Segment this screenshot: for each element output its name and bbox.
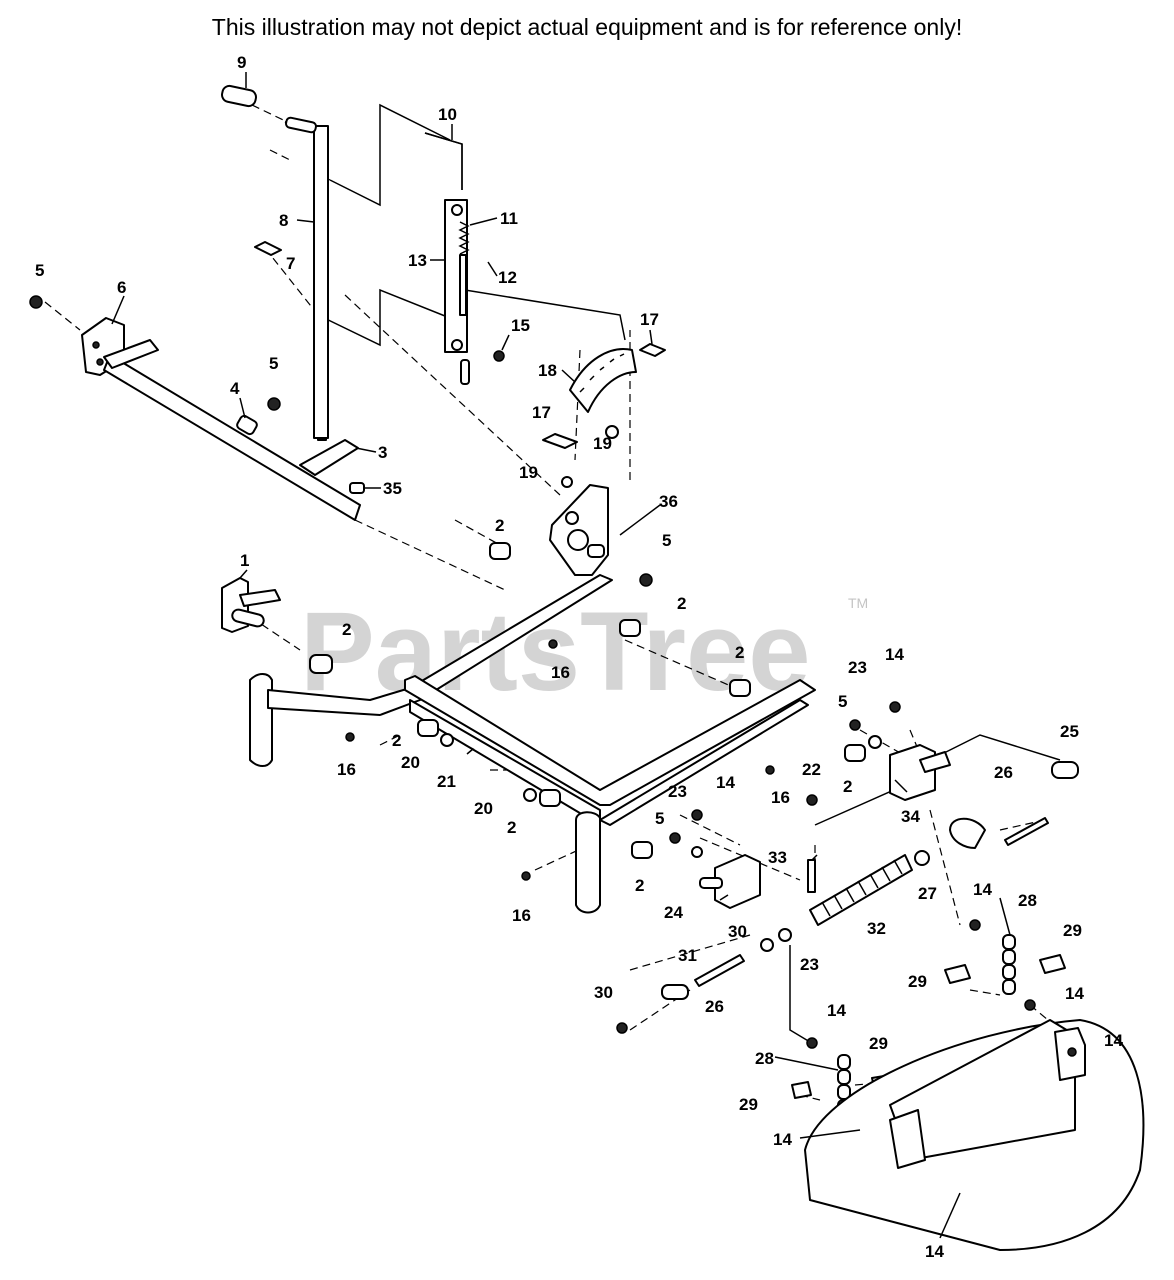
- callout-2: 2: [495, 516, 504, 535]
- callout-19: 19: [593, 434, 612, 453]
- callout-16: 16: [512, 906, 531, 925]
- callout-34: 34: [901, 807, 920, 826]
- callout-9: 9: [237, 53, 246, 72]
- callout-11: 11: [500, 209, 518, 228]
- callout-16: 16: [771, 788, 790, 807]
- callout-28: 28: [755, 1049, 774, 1068]
- callout-30: 30: [728, 922, 747, 941]
- callout-16: 16: [551, 663, 570, 682]
- callout-5: 5: [838, 692, 847, 711]
- callout-10: 10: [438, 105, 457, 124]
- callout-33: 33: [768, 848, 787, 867]
- callout-29: 29: [908, 972, 927, 991]
- callout-14: 14: [885, 645, 904, 664]
- callout-28: 28: [1018, 891, 1037, 910]
- callout-4: 4: [230, 379, 240, 398]
- callout-1: 1: [240, 551, 249, 570]
- callout-2: 2: [392, 731, 401, 750]
- callout-26: 26: [994, 763, 1013, 782]
- callout-17: 17: [532, 403, 551, 422]
- callout-14: 14: [716, 773, 735, 792]
- callout-17: 17: [640, 310, 659, 329]
- part-shapes: [29, 84, 1145, 1251]
- callout-35: 35: [383, 479, 402, 498]
- callout-19: 19: [519, 463, 538, 482]
- callout-27: 27: [918, 884, 937, 903]
- callout-14: 14: [773, 1130, 792, 1149]
- callout-21: 21: [437, 772, 456, 791]
- callout-14: 14: [973, 880, 992, 899]
- callout-2: 2: [342, 620, 351, 639]
- callout-20: 20: [401, 753, 420, 772]
- callout-31: 31: [678, 946, 697, 965]
- callout-14: 14: [1065, 984, 1084, 1003]
- callout-23: 23: [668, 782, 687, 801]
- callout-29: 29: [739, 1095, 758, 1114]
- callout-labels: 9 10 8 11 13 12 7 5 6 15 17 18 5 4 17 19…: [35, 53, 1123, 1261]
- callout-2: 2: [507, 818, 516, 837]
- callout-20: 20: [474, 799, 493, 818]
- callout-26: 26: [705, 997, 724, 1016]
- callout-12: 12: [498, 268, 517, 287]
- callout-3: 3: [378, 443, 387, 462]
- callout-29: 29: [869, 1034, 888, 1053]
- callout-23: 23: [800, 955, 819, 974]
- callout-2: 2: [677, 594, 686, 613]
- callout-5: 5: [655, 809, 664, 828]
- callout-15: 15: [511, 316, 530, 335]
- label-leaders: [111, 72, 1011, 1239]
- callout-13: 13: [408, 251, 427, 270]
- callout-23: 23: [848, 658, 867, 677]
- callout-5: 5: [35, 261, 44, 280]
- callout-18: 18: [538, 361, 557, 380]
- callout-36: 36: [659, 492, 678, 511]
- callout-29: 29: [1063, 921, 1082, 940]
- callout-14: 14: [1104, 1031, 1123, 1050]
- callout-24: 24: [664, 903, 683, 922]
- callout-16: 16: [337, 760, 356, 779]
- callout-32: 32: [867, 919, 886, 938]
- callout-14: 14: [925, 1242, 944, 1261]
- callout-25: 25: [1060, 722, 1079, 741]
- callout-14: 14: [827, 1001, 846, 1020]
- callout-30: 30: [594, 983, 613, 1002]
- callout-6: 6: [117, 278, 126, 297]
- callout-22: 22: [802, 760, 821, 779]
- callout-2: 2: [735, 643, 744, 662]
- watermark-trademark: TM: [848, 595, 868, 611]
- callout-7: 7: [286, 254, 295, 273]
- callout-5: 5: [662, 531, 671, 550]
- callout-8: 8: [279, 211, 288, 230]
- callout-5: 5: [269, 354, 278, 373]
- disclaimer-text: This illustration may not depict actual …: [211, 14, 963, 40]
- callout-2: 2: [843, 777, 852, 796]
- callout-2: 2: [635, 876, 644, 895]
